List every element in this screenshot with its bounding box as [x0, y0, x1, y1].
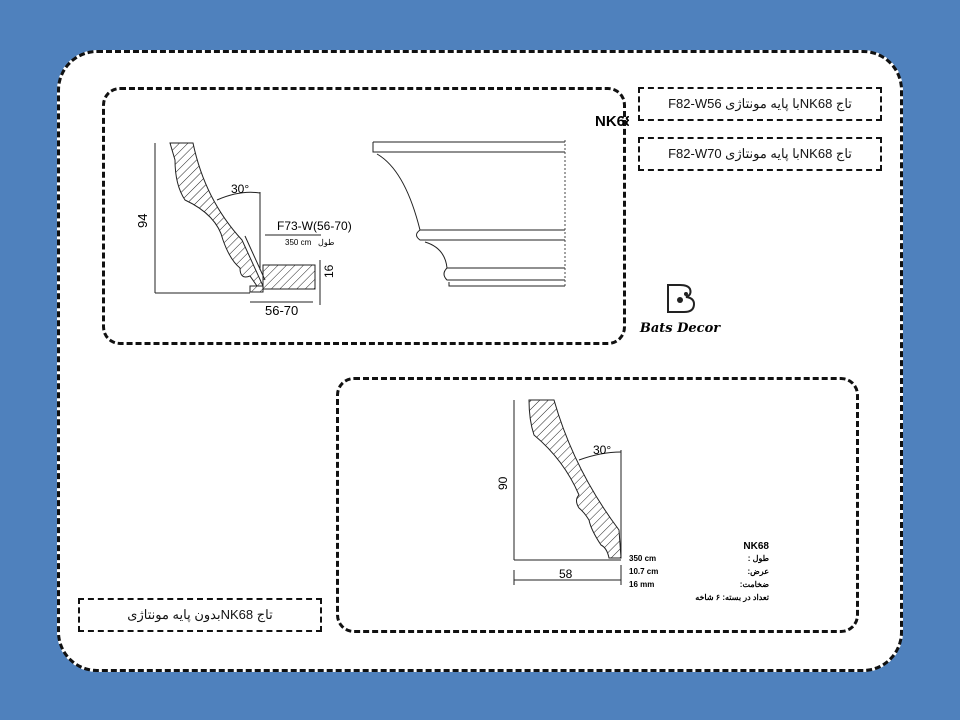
base-code: F73-W(56-70)	[277, 219, 352, 233]
length-value: 350 cm	[285, 238, 312, 247]
height-dim: 90	[496, 476, 510, 490]
label-text: تاج NK68با پایه مونتاژی F82-W56	[668, 96, 852, 111]
spec-title: NK68	[743, 541, 769, 552]
base-height: 16	[322, 264, 336, 278]
logo-icon	[667, 284, 696, 313]
label-without-base: تاج NK68بدون پایه مونتاژی	[78, 598, 322, 632]
spec-value: 350 cm	[629, 554, 657, 563]
spec-row: 16 mm ضخامت:	[629, 580, 769, 593]
label-text: تاج NK68بدون پایه مونتاژی	[127, 607, 273, 622]
width-dim: 58	[559, 567, 573, 581]
spec-label: تعداد در بسته: ۶ شاخه	[695, 593, 769, 602]
base-width: 56-70	[265, 303, 298, 318]
cornice-without-base-drawing: 90 30° 58	[496, 399, 622, 585]
logo: Bats Decor	[630, 280, 730, 346]
spec-row: تعداد در بسته: ۶ شاخه	[629, 593, 769, 606]
spec-value: 16 mm	[629, 580, 655, 589]
length-label: طول	[318, 238, 334, 247]
height-dim: 94	[135, 214, 150, 228]
logo-name: Bats Decor	[639, 321, 721, 336]
angle-label: 30°	[593, 443, 611, 457]
label-w56: تاج NK68با پایه مونتاژی F82-W56	[638, 87, 882, 121]
drawing-title: سرتاج با پایه مونتاژی NK68	[595, 113, 629, 131]
spec-label: طول :	[747, 554, 769, 563]
bottom-drawing-panel: 90 30° 58 NK68 350 cm طول : 10.7 cm عرض: 1…	[336, 377, 859, 633]
top-drawing-panel: 94 30° F73-W(56-70) 350 cm طول 16 56-70 …	[102, 87, 767, 345]
spec-block: NK68 350 cm طول : 10.7 cm عرض: 16 mm ضخامت:…	[629, 541, 769, 606]
angle-label: 30°	[231, 182, 249, 196]
label-text: تاج NK68با پایه مونتاژی F82-W70	[668, 146, 852, 161]
spec-row: 350 cm طول :	[629, 554, 769, 567]
spec-label: ضخامت:	[739, 580, 769, 589]
cornice-with-base-drawing: 94 30° F73-W(56-70) 350 cm طول 16 56-70 …	[135, 113, 767, 318]
spec-value: 10.7 cm	[629, 567, 659, 576]
label-w70: تاج NK68با پایه مونتاژی F82-W70	[638, 137, 882, 171]
spec-row: 10.7 cm عرض:	[629, 567, 769, 580]
spec-label: عرض:	[747, 567, 769, 576]
